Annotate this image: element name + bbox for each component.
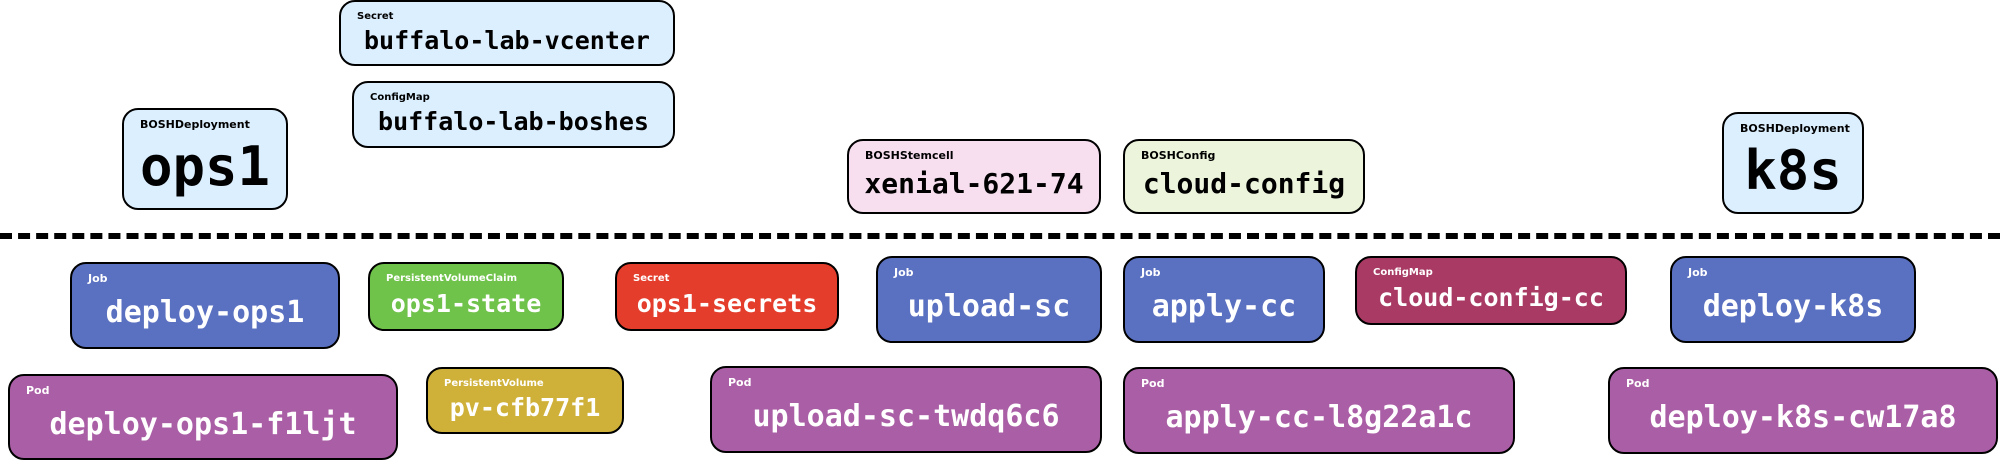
- node-kind: Secret: [633, 273, 670, 284]
- node-k8s-deployment: BOSHDeployment k8s: [1722, 112, 1864, 214]
- node-label: deploy-k8s: [1702, 289, 1884, 324]
- node-pod-deploy-k8s: Pod deploy-k8s-cw17a8: [1608, 367, 1998, 454]
- node-label: apply-cc-l8g22a1c: [1165, 400, 1473, 435]
- node-kind: BOSHDeployment: [1740, 122, 1850, 135]
- node-label: ops1-state: [390, 289, 542, 318]
- node-label: upload-sc: [907, 289, 1071, 324]
- node-kind: Secret: [357, 11, 394, 22]
- node-label: pv-cfb77f1: [449, 393, 601, 422]
- node-pod-deploy-ops1: Pod deploy-ops1-f1ljt: [8, 374, 398, 460]
- node-label: buffalo-lab-vcenter: [364, 25, 650, 55]
- node-label: deploy-ops1-f1ljt: [49, 406, 357, 442]
- node-label: deploy-k8s-cw17a8: [1649, 400, 1957, 435]
- node-kind: ConfigMap: [370, 92, 430, 103]
- node-label: cloud-config: [1142, 167, 1346, 200]
- node-job-deploy-k8s: Job deploy-k8s: [1670, 256, 1916, 343]
- node-configmap-cloud-config-cc: ConfigMap cloud-config-cc: [1355, 256, 1627, 325]
- node-kind: ConfigMap: [1373, 267, 1433, 278]
- node-kind: Pod: [728, 376, 752, 389]
- node-kind: Job: [1141, 266, 1161, 279]
- node-kind: Pod: [1141, 377, 1165, 390]
- node-kind: Job: [1688, 266, 1708, 279]
- node-label: ops1-secrets: [636, 289, 818, 318]
- node-boshconfig: BOSHConfig cloud-config: [1123, 139, 1365, 214]
- node-job-deploy-ops1: Job deploy-ops1: [70, 262, 340, 349]
- node-kind: PersistentVolume: [444, 378, 544, 389]
- node-pv-cfb77f1: PersistentVolume pv-cfb77f1: [426, 367, 624, 434]
- node-ops1-deployment: BOSHDeployment ops1: [122, 108, 288, 210]
- node-kind: BOSHConfig: [1141, 149, 1216, 162]
- divider-line: [0, 233, 2000, 239]
- node-stemcell: BOSHStemcell xenial-621-74: [847, 139, 1101, 214]
- node-configmap-boshes: ConfigMap buffalo-lab-boshes: [352, 81, 675, 148]
- node-label: xenial-621-74: [864, 167, 1084, 200]
- node-label: upload-sc-twdq6c6: [752, 399, 1060, 434]
- node-kind: Job: [88, 272, 108, 285]
- node-label: cloud-config-cc: [1378, 283, 1604, 312]
- node-job-upload-sc: Job upload-sc: [876, 256, 1102, 343]
- node-pod-upload-sc: Pod upload-sc-twdq6c6: [710, 366, 1102, 453]
- node-kind: Pod: [26, 384, 50, 397]
- node-pod-apply-cc: Pod apply-cc-l8g22a1c: [1123, 367, 1515, 454]
- node-job-apply-cc: Job apply-cc: [1123, 256, 1325, 343]
- node-label: ops1: [139, 134, 271, 198]
- node-kind: Pod: [1626, 377, 1650, 390]
- node-kind: BOSHStemcell: [865, 149, 954, 162]
- node-label: k8s: [1744, 138, 1842, 202]
- node-kind: Job: [894, 266, 914, 279]
- node-label: buffalo-lab-boshes: [378, 107, 649, 136]
- node-label: apply-cc: [1151, 289, 1297, 324]
- node-kind: BOSHDeployment: [140, 118, 250, 131]
- node-kind: PersistentVolumeClaim: [386, 273, 518, 284]
- node-secret-ops1-secrets: Secret ops1-secrets: [615, 262, 839, 331]
- node-label: deploy-ops1: [105, 295, 305, 330]
- node-pvc-ops1-state: PersistentVolumeClaim ops1-state: [368, 262, 564, 331]
- node-secret-vcenter: Secret buffalo-lab-vcenter: [339, 0, 675, 66]
